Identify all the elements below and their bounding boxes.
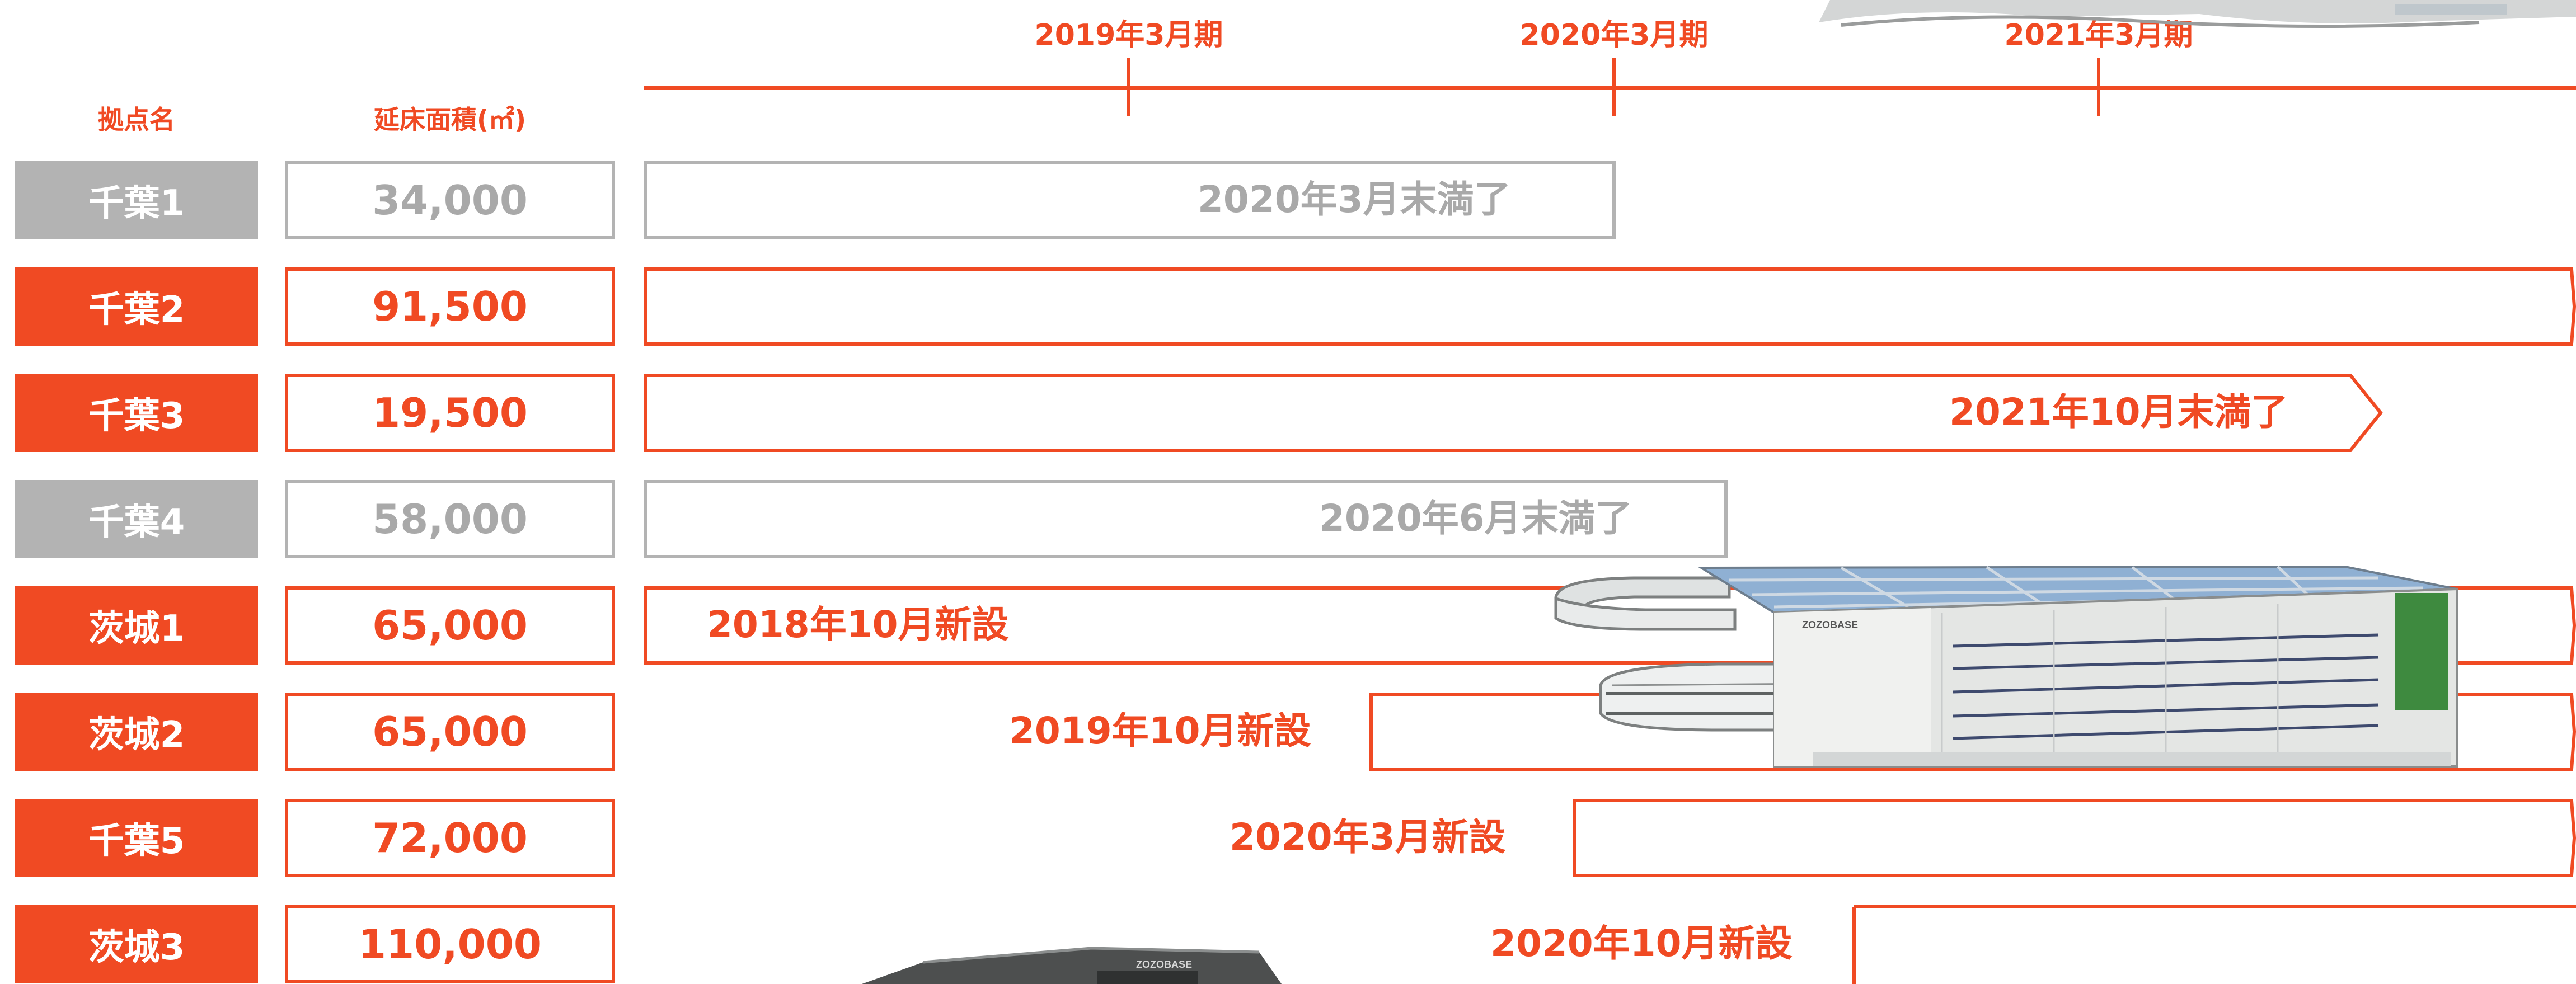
timeline-bar <box>644 480 1728 558</box>
axis-tick-2019 <box>1127 58 1130 116</box>
site-name-badge: 茨城1 <box>15 586 258 665</box>
timeline-label: 2018年10月新設 <box>707 603 1009 646</box>
timeline-label: 2020年6月末満了 <box>1319 497 1632 540</box>
axis-tick-2020 <box>1612 58 1616 116</box>
site-name-badge: 千葉1 <box>15 161 258 239</box>
floor-area-value: 58,000 <box>285 480 615 558</box>
building-photo-top <box>1819 0 2576 29</box>
timeline-bar <box>644 161 1616 239</box>
warehouse-sign: ZOZOBASE <box>1802 619 1858 630</box>
timeline-label: 2021年10月末満了 <box>1949 390 2288 434</box>
warehouse-photo: ZOZOBASE <box>1554 565 2458 768</box>
floor-area-value: 34,000 <box>285 161 615 239</box>
warehouse-photo-bottom: ZOZOBASE <box>862 947 1282 984</box>
site-name-badge: 千葉5 <box>15 799 258 877</box>
period-label-2020: 2020年3月期 <box>1519 18 1709 52</box>
floor-area-value: 110,000 <box>285 905 615 983</box>
axis-tick-2021 <box>2097 58 2100 116</box>
period-label-2021: 2021年3月期 <box>2004 18 2193 52</box>
timeline-label: 2019年10月新設 <box>1009 709 1311 752</box>
timeline-bar-arrow <box>1852 905 2576 984</box>
floor-area-value: 65,000 <box>285 693 615 771</box>
site-name-header: 拠点名 <box>98 105 175 135</box>
timeline-label: 2020年3月末満了 <box>1198 178 1511 221</box>
site-name-badge: 茨城2 <box>15 693 258 771</box>
timeline-bar-arrow <box>644 374 2383 452</box>
site-name-badge: 千葉2 <box>15 267 258 346</box>
floor-area-header: 延床面積(㎡) <box>373 105 527 135</box>
floor-area-value: 72,000 <box>285 799 615 877</box>
warehouse-sign-bottom: ZOZOBASE <box>1136 959 1192 970</box>
floor-area-value: 65,000 <box>285 586 615 665</box>
axis-line <box>644 86 2576 90</box>
timeline-label: 2020年3月新設 <box>1230 816 1506 859</box>
site-name-badge: 茨城3 <box>15 905 258 983</box>
timeline-label: 2020年10月新設 <box>1490 922 1793 965</box>
floor-area-value: 19,500 <box>285 374 615 452</box>
site-name-badge: 千葉3 <box>15 374 258 452</box>
floor-area-value: 91,500 <box>285 267 615 346</box>
timeline-bar-arrow <box>1573 799 2576 877</box>
site-name-badge: 千葉4 <box>15 480 258 558</box>
period-label-2019: 2019年3月期 <box>1034 18 1223 52</box>
timeline-bar-arrow <box>644 267 2576 346</box>
